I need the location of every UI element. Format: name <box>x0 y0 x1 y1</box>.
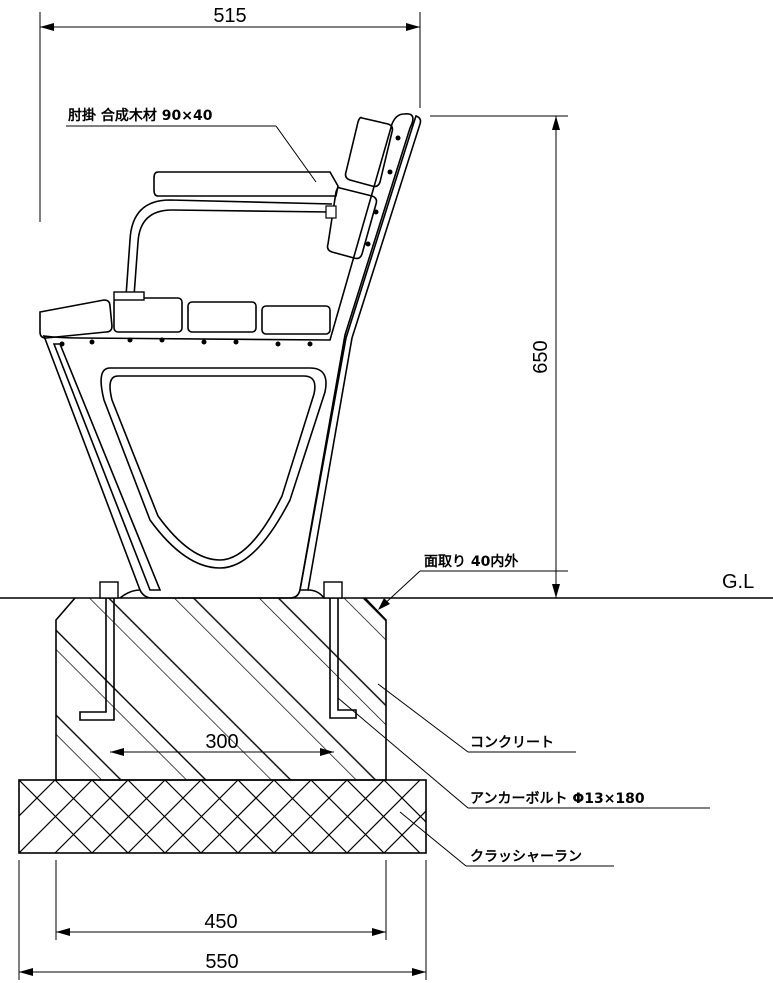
chamfer-callout: 面取り 40内外 <box>378 553 568 610</box>
ground-level-label: G.L <box>722 571 754 593</box>
anchor-bolt-left <box>79 581 124 721</box>
concrete-footing <box>55 597 387 781</box>
dimension-515-label: 515 <box>213 5 246 27</box>
anchor-bolt-right <box>318 581 357 719</box>
crusher-run-base <box>18 779 427 854</box>
armrest-label: 肘掛 合成木材 90×40 <box>68 107 213 124</box>
anchor-bolt-label: アンカーボルト Φ13×180 <box>470 791 645 807</box>
dimension-450: 450 <box>55 860 387 940</box>
dimension-550-label: 550 <box>205 951 238 973</box>
dimension-550: 550 <box>18 860 427 980</box>
dimension-515: 515 <box>39 5 421 222</box>
armrest-callout: 肘掛 合成木材 90×40 <box>66 107 317 183</box>
dimension-650-label: 650 <box>530 340 552 373</box>
bench-frame <box>42 112 422 599</box>
crusher-run-callout: クラッシャーラン <box>399 811 614 867</box>
dimension-300: 300 <box>110 731 334 756</box>
concrete-callout: コンクリート <box>377 683 576 753</box>
crusher-run-label: クラッシャーラン <box>470 849 582 865</box>
chamfer-label: 面取り 40内外 <box>424 553 518 570</box>
seat-slats <box>39 297 331 347</box>
anchor-bolt-callout: アンカーボルト Φ13×180 <box>337 697 710 809</box>
dimension-300-label: 300 <box>205 731 238 753</box>
armrest <box>113 171 339 301</box>
concrete-label: コンクリート <box>470 735 554 751</box>
back-slats <box>326 116 401 260</box>
dimension-650: 650 <box>430 115 568 598</box>
dimension-450-label: 450 <box>204 911 237 933</box>
